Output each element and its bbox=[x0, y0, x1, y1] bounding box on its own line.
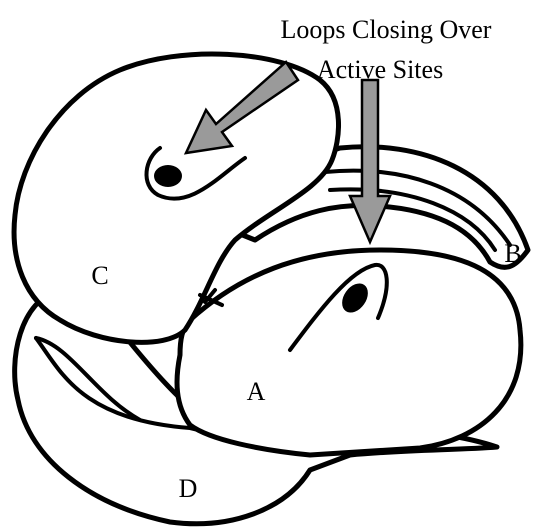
domain-label-c: C bbox=[91, 261, 108, 290]
domain-label-d: D bbox=[179, 474, 198, 503]
domain-c-active-site bbox=[154, 165, 182, 187]
caption-line-2: Active Sites bbox=[317, 55, 443, 84]
caption-line-1: Loops Closing Over bbox=[281, 15, 492, 44]
domain-label-b: B bbox=[504, 239, 521, 268]
domain-label-a: A bbox=[247, 377, 266, 406]
